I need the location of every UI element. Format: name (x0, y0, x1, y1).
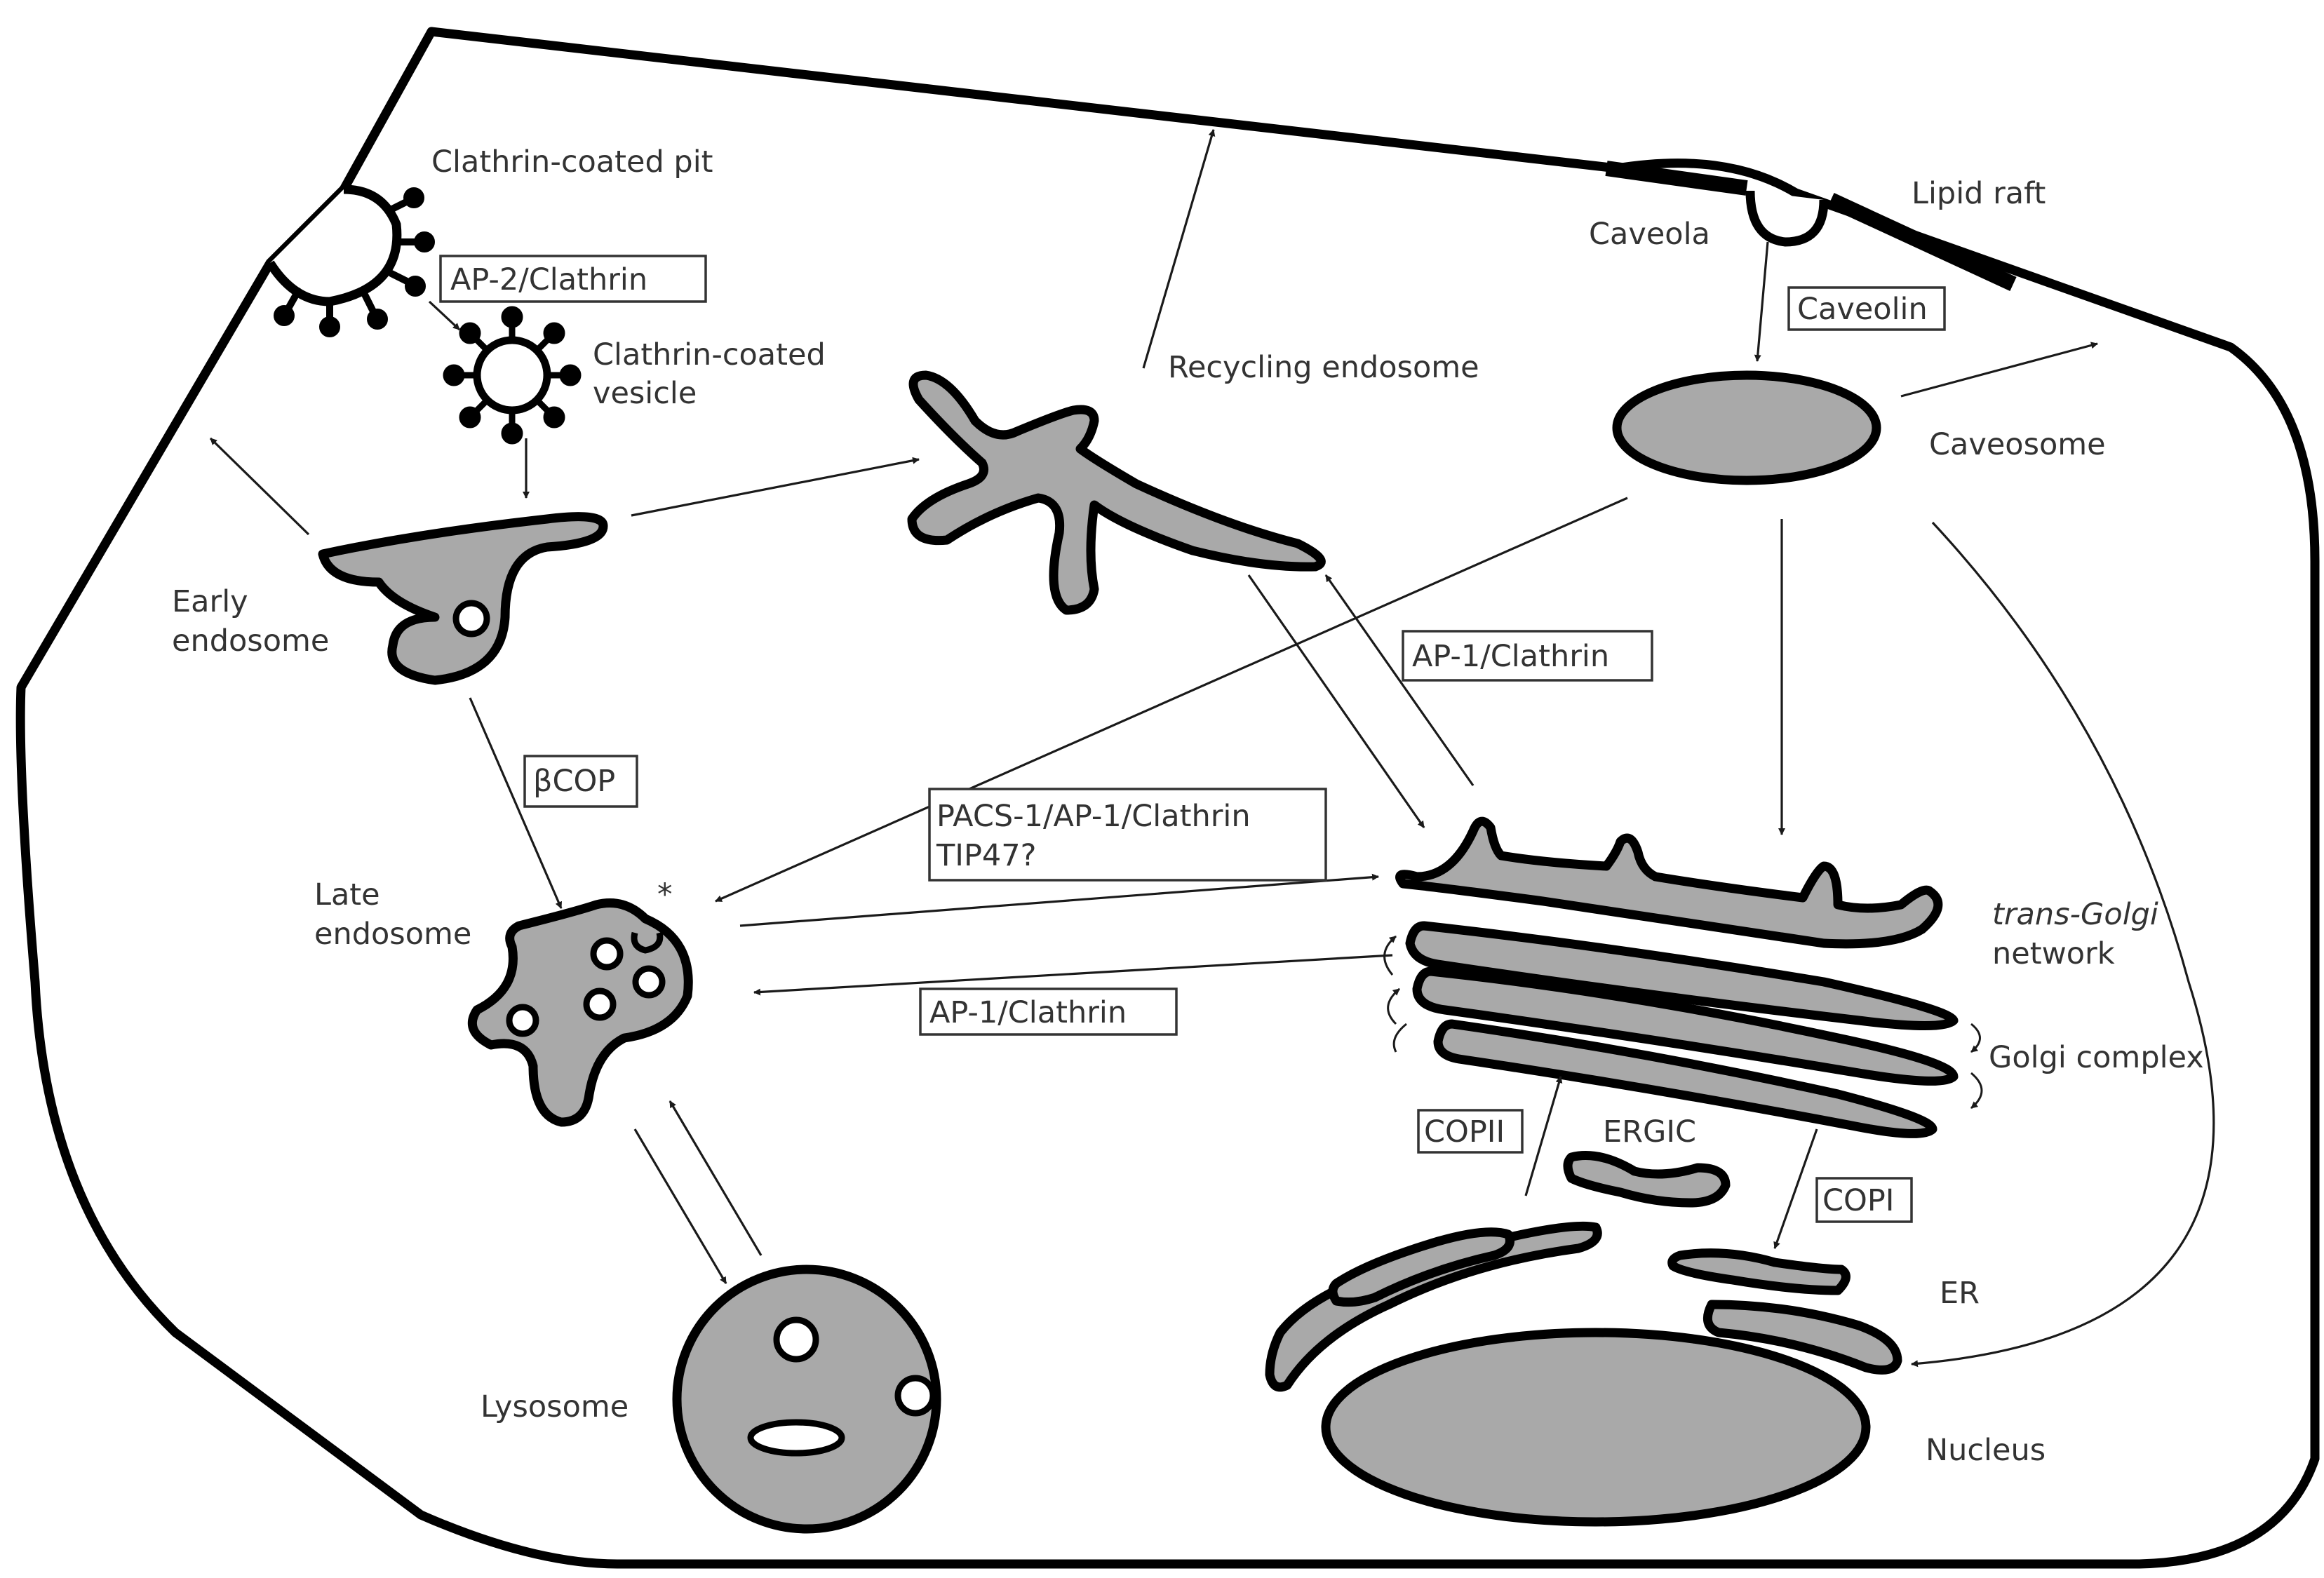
box-pacs1: PACS-1/AP-1/Clathrin TIP47? (929, 789, 1326, 880)
lipid-raft-right (1831, 200, 2013, 284)
ergic-label: ERGIC (1603, 1114, 1696, 1149)
ergic (1568, 1156, 1726, 1203)
ap2-clathrin-label: AP-2/Clathrin (450, 262, 647, 297)
recycling-endosome (912, 375, 1321, 610)
box-caveolin: Caveolin (1789, 288, 1944, 330)
late-endosome-vesicle-1 (593, 940, 620, 967)
trans-golgi-network (1400, 821, 1938, 944)
clathrin-coated-vesicle-label-2: vesicle (593, 376, 697, 411)
recycling-endosome-label: Recycling endosome (1168, 350, 1479, 385)
bcop-label: βCOP (533, 764, 615, 799)
er-right-1 (1672, 1253, 1846, 1290)
late-endosome-vesicle-2 (636, 969, 662, 995)
late-endosome-vesicle-3 (586, 991, 613, 1018)
early-endosome-label-1: Early (172, 584, 248, 619)
nucleus-label: Nucleus (1926, 1433, 2046, 1468)
caveolin-label: Caveolin (1797, 292, 1928, 327)
box-ap2-clathrin: AP-2/Clathrin (441, 256, 706, 302)
ap1-clathrin-lower-label: AP-1/Clathrin (929, 995, 1127, 1030)
box-ap1-clathrin-upper: AP-1/Clathrin (1403, 631, 1652, 680)
caveola-label: Caveola (1589, 217, 1710, 252)
clathrin-coated-pit-label: Clathrin-coated pit (431, 144, 713, 180)
nucleus (1326, 1333, 1866, 1522)
late-endosome-label-1: Late (314, 877, 380, 912)
golgi-complex-label: Golgi complex (1989, 1040, 2204, 1075)
early-endosome (323, 517, 603, 680)
early-endosome-vesicle (456, 603, 487, 634)
late-endosome-label-2: endosome (314, 917, 471, 952)
lipid-raft-label: Lipid raft (1912, 176, 2046, 211)
er-label: ER (1940, 1276, 1980, 1311)
clathrin-coated-vesicle-label-1: Clathrin-coated (593, 337, 826, 372)
caveosome (1617, 375, 1876, 480)
ap1-clathrin-upper-label: AP-1/Clathrin (1412, 639, 1609, 674)
lysosome-vesicle-3 (751, 1422, 842, 1453)
late-endosome (472, 903, 688, 1123)
late-endosome-vesicle-4 (509, 1007, 536, 1034)
lysosome-label: Lysosome (481, 1389, 629, 1424)
copi-label: COPI (1822, 1183, 1894, 1218)
box-bcop: βCOP (525, 756, 637, 807)
box-copii: COPII (1418, 1110, 1522, 1152)
box-ap1-clathrin-lower: AP-1/Clathrin (920, 989, 1176, 1034)
clathrin-coated-pit (270, 189, 397, 302)
copii-label: COPII (1424, 1114, 1505, 1149)
pacs1-line1-label: PACS-1/AP-1/Clathrin (936, 799, 1251, 834)
pacs1-line2-label: TIP47? (936, 838, 1036, 873)
clathrin-coated-vesicle (446, 309, 578, 441)
lysosome-vesicle-1 (777, 1320, 816, 1359)
lysosome-vesicle-2 (898, 1378, 933, 1413)
late-endosome-asterisk: * (657, 877, 673, 912)
caveosome-label: Caveosome (1929, 427, 2106, 462)
box-copi: COPI (1817, 1178, 1912, 1222)
trans-golgi-label-2: network (1992, 936, 2115, 971)
early-endosome-label-2: endosome (172, 623, 329, 659)
trans-golgi-label-1: trans-Golgi (1992, 897, 2158, 932)
